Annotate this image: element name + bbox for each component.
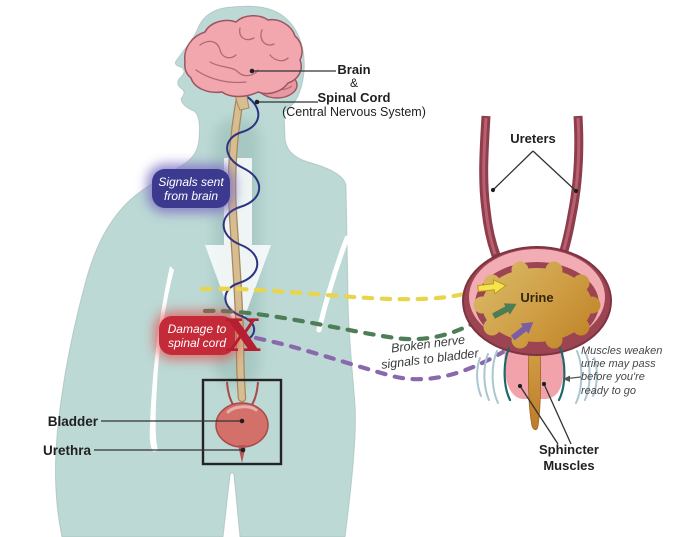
brain bbox=[184, 15, 303, 111]
sphincter-label-line2: Muscles bbox=[543, 457, 595, 473]
yellow-arrow bbox=[477, 279, 507, 295]
small-bladder bbox=[215, 402, 269, 448]
signals-sent-badge: Signals sent from brain bbox=[152, 169, 230, 208]
urine-label: Urine bbox=[520, 290, 554, 305]
brain-label: Brain bbox=[337, 62, 371, 77]
damage-badge-line2: spinal cord bbox=[167, 335, 227, 350]
spinal-cord-label: Spinal Cord bbox=[317, 90, 391, 105]
urethra-tube bbox=[528, 343, 541, 431]
signals-badge-line2: from brain bbox=[163, 188, 219, 203]
damage-badge-line1: Damage to bbox=[167, 321, 227, 336]
vibration-arcs bbox=[476, 350, 598, 404]
muscles-note-line1: Muscles weaken bbox=[581, 345, 663, 357]
left-arm-gap bbox=[149, 266, 174, 452]
ureters-label: Ureters bbox=[510, 131, 556, 146]
muscle-arcs bbox=[503, 346, 566, 402]
pelvic-box bbox=[201, 378, 283, 466]
muscles-weaken-note: Muscles weaken urine may pass before you… bbox=[581, 345, 673, 398]
sphincter-muscles-label: Sphincter Muscles bbox=[528, 442, 610, 473]
muscles-note-line3: before you're bbox=[581, 371, 645, 384]
bladder-label: Bladder bbox=[47, 414, 98, 429]
dash-yellow bbox=[199, 286, 479, 302]
cerebrum bbox=[184, 15, 303, 98]
green-arrow bbox=[492, 303, 517, 319]
muscles-note-line4: ready to go bbox=[581, 384, 637, 397]
sphincter-label-line1: Sphincter bbox=[539, 442, 599, 457]
cns-label-block: Brain & Spinal Cord (Central Nervous Sys… bbox=[268, 62, 440, 120]
purple-arrow bbox=[510, 321, 534, 341]
muscles-note-line2: urine may pass bbox=[581, 358, 656, 371]
urethra-label: Urethra bbox=[42, 443, 91, 458]
bladder-illustration bbox=[462, 115, 612, 431]
broken-signal-dashes bbox=[199, 286, 506, 382]
ampersand: & bbox=[349, 76, 358, 90]
damage-x-mark: X bbox=[225, 309, 261, 362]
note-arrow bbox=[563, 375, 582, 382]
pointer-lines bbox=[94, 68, 579, 453]
urine-pool bbox=[473, 261, 601, 349]
spinal-cord bbox=[227, 88, 247, 403]
cns-caption: (Central Nervous System) bbox=[282, 105, 426, 119]
urine-signal-arrows bbox=[477, 279, 534, 341]
right-arm-gap bbox=[316, 235, 350, 333]
dash-green bbox=[202, 308, 487, 342]
dash-purple bbox=[253, 335, 506, 382]
signals-badge-line1: Signals sent bbox=[158, 174, 224, 189]
damage-badge: Damage to spinal cord bbox=[159, 316, 235, 355]
